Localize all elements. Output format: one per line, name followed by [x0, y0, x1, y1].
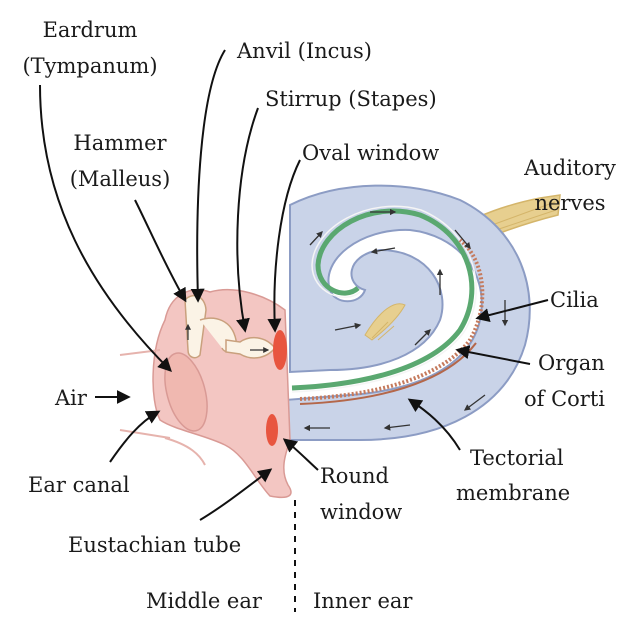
label-middle-ear: Middle ear — [146, 589, 263, 613]
label-tectorial-line1: Tectorial — [470, 446, 564, 470]
label-cilia: Cilia — [550, 288, 599, 312]
label-hammer-line1: Hammer — [73, 131, 167, 155]
label-eustachian: Eustachian tube — [68, 533, 241, 557]
label-round-line2: window — [320, 500, 402, 524]
label-organ-line1: Organ — [538, 351, 605, 375]
label-round-line1: Round — [320, 464, 389, 488]
label-anvil: Anvil (Incus) — [236, 39, 372, 63]
label-oval-window: Oval window — [302, 141, 439, 165]
label-organ-line2: of Corti — [524, 387, 605, 411]
label-air: Air — [54, 386, 88, 410]
round-window — [266, 414, 278, 446]
label-tectorial-line2: membrane — [456, 481, 570, 505]
label-auditory-line1: Auditory — [523, 156, 616, 180]
label-inner-ear: Inner ear — [313, 589, 413, 613]
label-ear-canal: Ear canal — [28, 473, 130, 497]
oval-window — [273, 330, 287, 370]
label-hammer-line2: (Malleus) — [70, 167, 171, 191]
label-stirrup: Stirrup (Stapes) — [265, 87, 437, 111]
label-eardrum-line1: Eardrum — [43, 18, 138, 42]
label-eardrum-line2: (Tympanum) — [22, 54, 157, 78]
label-auditory-line2: nerves — [534, 191, 605, 215]
